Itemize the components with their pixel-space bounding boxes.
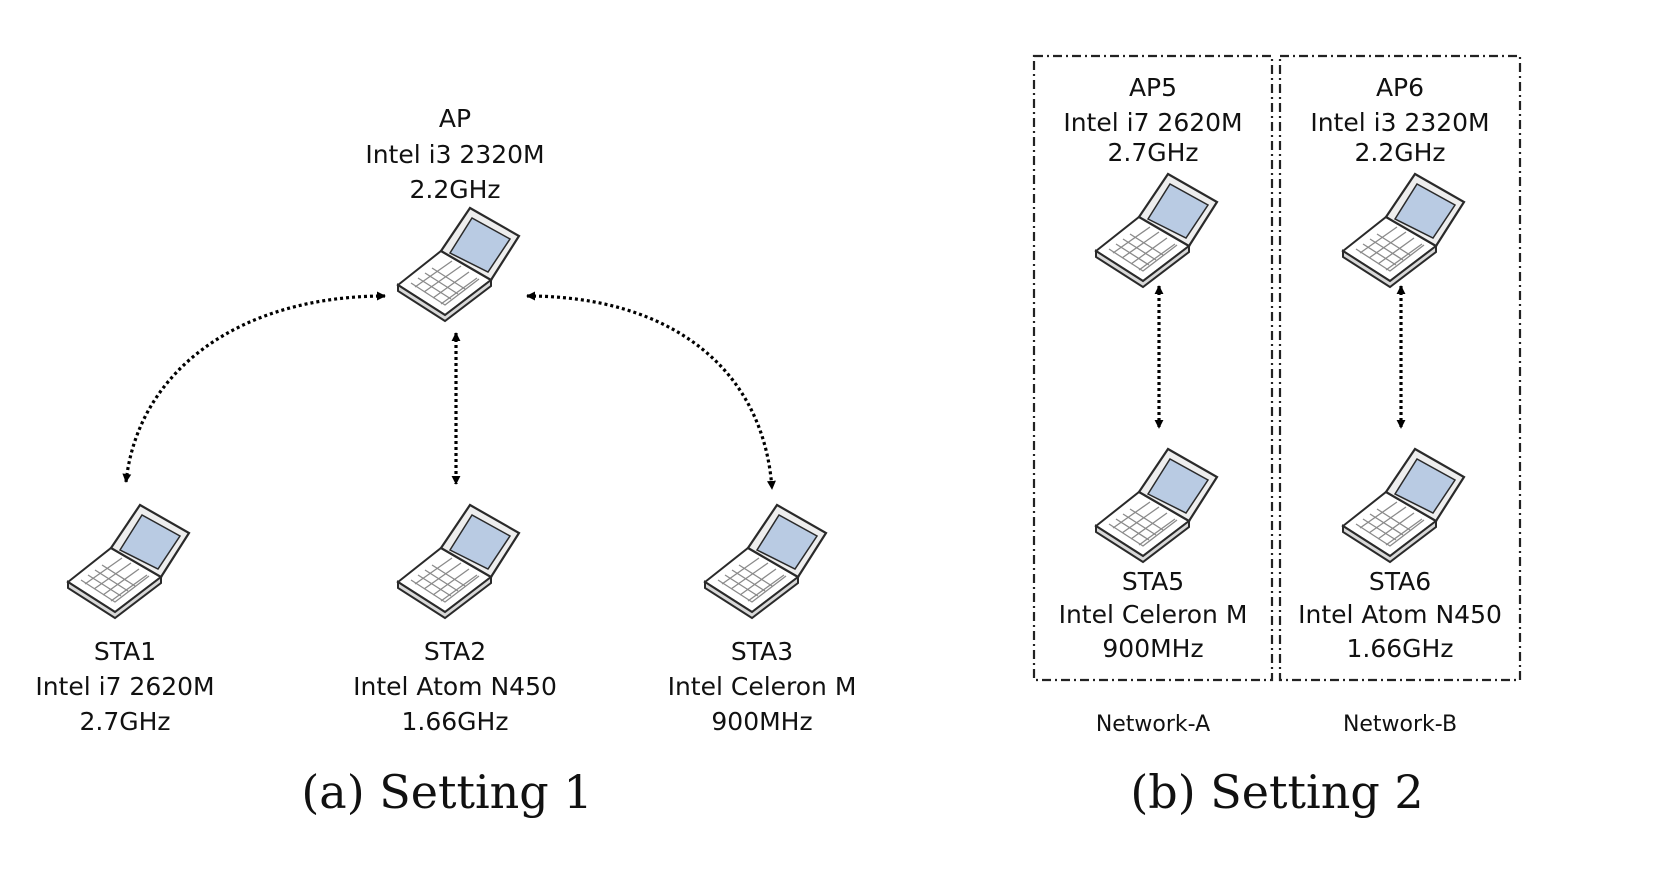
sta6-cpu: Intel Atom N450 bbox=[1298, 600, 1502, 629]
sta2-cpu: Intel Atom N450 bbox=[353, 672, 557, 701]
link-ap-sta3 bbox=[526, 291, 776, 490]
setting1-sta3-label: STA3 Intel Celeron M 900MHz bbox=[668, 637, 857, 736]
sta5-name: STA5 bbox=[1122, 567, 1184, 596]
laptop-icon bbox=[703, 503, 828, 620]
ap5-cpu: Intel i7 2620M bbox=[1063, 108, 1242, 137]
laptop-icon bbox=[396, 503, 521, 620]
sta5-freq: 900MHz bbox=[1102, 634, 1203, 663]
laptop-icon bbox=[396, 206, 521, 323]
laptop-icon bbox=[1094, 172, 1219, 289]
laptop-icon bbox=[1094, 447, 1219, 564]
network-b-box bbox=[1278, 54, 1522, 682]
sta6-label: STA6 Intel Atom N450 1.66GHz bbox=[1298, 567, 1502, 663]
setting1-ap-name: AP bbox=[439, 104, 471, 133]
sta6-name: STA6 bbox=[1369, 567, 1431, 596]
network-b-label: Network-B bbox=[1343, 712, 1457, 737]
sta3-freq: 900MHz bbox=[711, 707, 812, 736]
sta1-name: STA1 bbox=[94, 637, 156, 666]
sta2-freq: 1.66GHz bbox=[402, 707, 509, 736]
caption-setting2: (b) Setting 2 bbox=[1130, 765, 1423, 819]
ap6-label: AP6 Intel i3 2320M 2.2GHz bbox=[1310, 73, 1489, 167]
sta5-label: STA5 Intel Celeron M 900MHz bbox=[1059, 567, 1248, 663]
setting1-sta2-label: STA2 Intel Atom N450 1.66GHz bbox=[353, 637, 557, 736]
setting1-sta1-label: STA1 Intel i7 2620M 2.7GHz bbox=[35, 637, 214, 736]
network-a-box bbox=[1032, 54, 1274, 682]
laptop-icon bbox=[1341, 172, 1466, 289]
setting1-ap-cpu: Intel i3 2320M bbox=[365, 140, 544, 169]
sta1-cpu: Intel i7 2620M bbox=[35, 672, 214, 701]
sta3-name: STA3 bbox=[731, 637, 793, 666]
setting1-ap-freq: 2.2GHz bbox=[409, 175, 500, 204]
ap5-name: AP5 bbox=[1129, 73, 1177, 102]
laptop-icon bbox=[1341, 447, 1466, 564]
sta5-cpu: Intel Celeron M bbox=[1059, 600, 1248, 629]
ap5-label: AP5 Intel i7 2620M 2.7GHz bbox=[1063, 73, 1242, 167]
ap6-name: AP6 bbox=[1376, 73, 1424, 102]
sta6-freq: 1.66GHz bbox=[1347, 634, 1454, 663]
laptop-icon bbox=[66, 503, 191, 620]
ap6-cpu: Intel i3 2320M bbox=[1310, 108, 1489, 137]
sta1-freq: 2.7GHz bbox=[79, 707, 170, 736]
caption-setting1: (a) Setting 1 bbox=[301, 765, 592, 819]
ap6-freq: 2.2GHz bbox=[1354, 138, 1445, 167]
setting1-ap-label: AP Intel i3 2320M 2.2GHz bbox=[365, 104, 544, 204]
link-ap-sta1 bbox=[122, 291, 386, 483]
ap5-freq: 2.7GHz bbox=[1107, 138, 1198, 167]
network-a-label: Network-A bbox=[1096, 712, 1210, 737]
sta3-cpu: Intel Celeron M bbox=[668, 672, 857, 701]
sta2-name: STA2 bbox=[424, 637, 486, 666]
